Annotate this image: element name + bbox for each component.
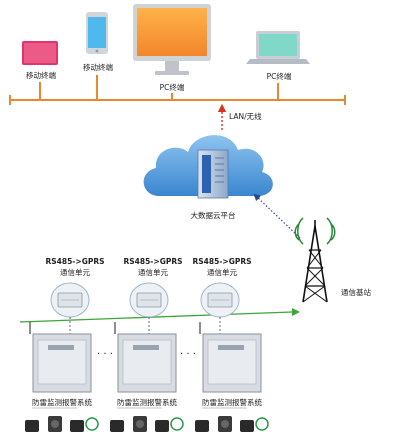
cloud-platform-label: 大数据云平台 <box>190 211 236 220</box>
unit-2-title: RS485->GPRS <box>123 257 183 266</box>
ellipsis-2: · · · <box>180 349 196 360</box>
laptop-icon <box>246 31 310 64</box>
pc-terminal-label-2: PC终端 <box>266 72 292 81</box>
comm-unit-3-icon <box>200 282 240 318</box>
system-label-2: 防雷监测报警系统 <box>117 398 177 407</box>
unit-3-title: RS485->GPRS <box>192 257 252 266</box>
desktop-monitor-icon <box>133 4 211 75</box>
lan-label: LAN/无线 <box>229 112 262 121</box>
cloud-platform-icon <box>143 135 273 199</box>
comm-unit-2-icon <box>129 282 169 318</box>
alarm-cabinet-2-icon <box>114 322 177 393</box>
comm-unit-1-icon <box>50 282 90 318</box>
sensor-devices-3-icon <box>195 407 269 432</box>
base-station-tower-icon <box>294 217 336 303</box>
system-label-1: 防雷监测报警系统 <box>32 398 92 407</box>
base-station-label: 通信基站 <box>341 288 371 297</box>
sensor-devices-1-icon <box>25 407 99 432</box>
unit-3-subtitle: 通信单元 <box>207 268 237 277</box>
unit-1-subtitle: 通信单元 <box>60 268 90 277</box>
unit-2-subtitle: 通信单元 <box>138 268 168 277</box>
phone-icon <box>86 12 108 54</box>
alarm-cabinet-1-icon <box>29 322 92 393</box>
ellipsis-1: · · · <box>97 349 113 360</box>
pc-terminal-label-1: PC终端 <box>159 83 185 92</box>
sensor-devices-2-icon <box>110 407 184 432</box>
mobile-terminal-label-1: 移动终端 <box>26 71 56 80</box>
unit-1-title: RS485->GPRS <box>45 257 105 266</box>
terminal-bus <box>9 75 346 105</box>
mobile-terminal-label-2: 移动终端 <box>83 63 113 72</box>
gprs-link-line <box>19 308 300 323</box>
alarm-cabinet-3-icon <box>199 322 262 393</box>
system-label-3: 防雷监测报警系统 <box>202 398 262 407</box>
tablet-pink-icon <box>22 41 58 65</box>
uplink-arrow <box>253 193 301 239</box>
